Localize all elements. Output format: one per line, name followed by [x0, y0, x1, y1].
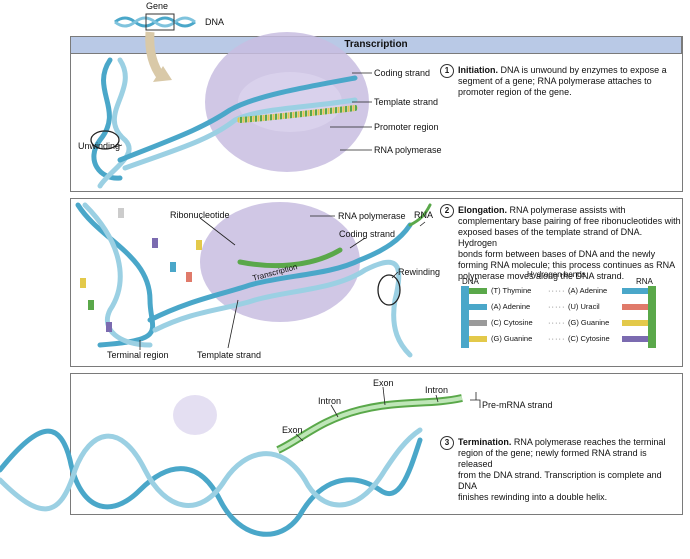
step2-line-3: bonds form between bases of DNA and the … — [458, 249, 656, 259]
header-title: Transcription — [344, 39, 408, 50]
coding-strand-label-1: Coding strand — [374, 68, 431, 78]
legend-dna-base-swatch — [469, 288, 487, 294]
legend-rna-base-label: (G) Guanine — [568, 318, 610, 327]
step1-line-0: DNA is unwound by enzymes to expose a — [500, 65, 667, 75]
step2-line-5: polymerase moves along the DNA strand. — [458, 271, 625, 281]
gene-box — [145, 13, 175, 31]
legend-dna-base-swatch — [469, 336, 487, 342]
step3-line-2: from the DNA strand. Transcription is co… — [458, 470, 662, 491]
elongation-panel — [70, 198, 683, 367]
rna-strand-growing — [237, 247, 343, 269]
legend-hydrogen-bonds-header: Hydrogen bonds — [527, 270, 586, 279]
dna-helix-step1 — [91, 57, 358, 189]
terminal-region-label: Terminal region — [107, 350, 169, 360]
free-ribonucleotides — [80, 208, 202, 332]
legend-rna-base-swatch — [622, 304, 648, 310]
unwinding-label: Unwinding — [78, 141, 121, 151]
legend-hydrogen-bond-dots: ····· — [548, 334, 566, 343]
small-dna-helix — [114, 13, 196, 31]
exon-top-label: Exon — [373, 378, 394, 388]
rna-polymerase-2 — [200, 202, 360, 322]
legend-rna-base-swatch — [622, 320, 648, 326]
legend-rna-base-swatch — [622, 336, 648, 342]
step2-description: Elongation. RNA polymerase assists with … — [458, 205, 682, 282]
step2-line-4: forming RNA molecule; this process conti… — [458, 260, 676, 270]
step3-line-3: finishes rewinding into a double helix. — [458, 492, 608, 502]
legend-rna-base-label: (A) Adenine — [568, 286, 608, 295]
gene-label: Gene — [146, 1, 169, 11]
released-polymerase — [173, 395, 217, 435]
step3-description: Termination. RNA polymerase reaches the … — [458, 437, 682, 503]
legend-hydrogen-bond-dots: ····· — [548, 302, 566, 311]
rna-label: RNA — [414, 210, 434, 220]
step2-number: 2 — [440, 204, 454, 218]
legend-dna-header: DNA — [462, 277, 479, 286]
exon-left-label: Exon — [282, 425, 303, 435]
legend-rna-backbone — [648, 286, 656, 348]
rna-polymerase-label-1: RNA polymerase — [374, 145, 442, 155]
legend-rna-header: RNA — [636, 277, 653, 286]
pre-mrna-strand — [276, 394, 463, 454]
transcription-header: Transcription — [70, 36, 682, 54]
legend-dna-base-label: (G) Guanine — [491, 334, 533, 343]
legend-rna-base-swatch — [622, 288, 648, 294]
step2-title: Elongation. — [458, 205, 507, 215]
rna-polymerase-label-2: RNA polymerase — [338, 211, 406, 221]
step3-line-1: region of the gene; newly formed RNA str… — [458, 448, 647, 469]
legend-dna-base-swatch — [469, 320, 487, 326]
rewinding-label: Rewinding — [398, 267, 441, 277]
legend-dna-base-label: (A) Adenine — [491, 302, 531, 311]
step1-title: Initiation. — [458, 65, 498, 75]
step2-line-1: complementary base pairing of free ribon… — [458, 216, 681, 226]
promoter-region-label: Promoter region — [374, 122, 439, 132]
ribonucleotide-label: Ribonucleotide — [170, 210, 230, 220]
step3-number: 3 — [440, 436, 454, 450]
legend-hydrogen-bond-dots: ····· — [548, 286, 566, 295]
template-strand-label-1: Template strand — [374, 97, 439, 107]
step2-line-0: RNA polymerase assists with — [509, 205, 626, 215]
initiation-panel — [70, 36, 683, 192]
legend-dna-base-label: (T) Thymine — [491, 286, 532, 295]
step1-description: Initiation. DNA is unwound by enzymes to… — [458, 65, 678, 98]
dna-helix-step2 — [75, 202, 432, 358]
legend-dna-backbone — [461, 286, 469, 348]
rewinding-marker — [377, 274, 401, 306]
unwinding-marker — [90, 130, 120, 150]
legend-hydrogen-bond-dots: ····· — [548, 318, 566, 327]
step1-number: 1 — [440, 64, 454, 78]
step1-line-2: promoter region of the gene. — [458, 87, 572, 97]
template-strand-label-2: Template strand — [197, 350, 262, 360]
step1-line-1: segment of a gene; RNA polymerase attach… — [458, 76, 652, 86]
dna-helix-step3 — [0, 427, 423, 537]
coding-strand-label-2: Coding strand — [339, 229, 396, 239]
legend-dna-base-swatch — [469, 304, 487, 310]
step3-line-0: RNA polymerase reaches the terminal — [513, 437, 666, 447]
legend-rna-base-label: (C) Cytosine — [568, 334, 610, 343]
intron-right-label: Intron — [425, 385, 449, 395]
step1-leaders — [114, 72, 372, 151]
step3-leaders — [295, 386, 481, 442]
step2-leaders — [139, 215, 426, 350]
step2-line-2: exposed bases of the template strand of … — [458, 227, 643, 248]
legend-rna-base-label: (U) Uracil — [568, 302, 600, 311]
step3-title: Termination. — [458, 437, 512, 447]
termination-panel — [70, 373, 683, 515]
intron-left-label: Intron — [318, 396, 342, 406]
legend-dna-base-label: (C) Cytosine — [491, 318, 533, 327]
pre-mrna-label: Pre-mRNA strand — [482, 400, 553, 410]
dna-label: DNA — [205, 17, 225, 27]
